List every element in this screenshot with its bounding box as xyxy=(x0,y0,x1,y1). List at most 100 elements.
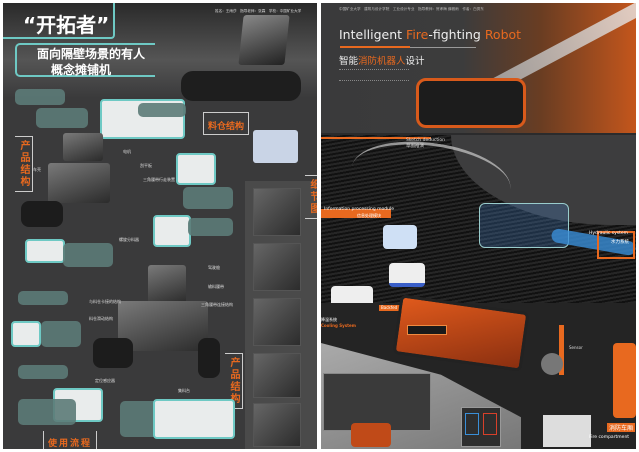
sensor-bar xyxy=(559,325,564,375)
paver-sketch xyxy=(11,321,41,347)
info-card xyxy=(188,218,233,236)
module-render xyxy=(383,225,417,249)
info-card xyxy=(18,291,68,305)
label-screed: 刮平板 xyxy=(140,163,152,168)
fire-compartment-en: Fire compartment xyxy=(589,435,630,440)
subtitle-highlight: 消防机器人 xyxy=(358,56,406,67)
hydraulic-cn: 水力系统 xyxy=(611,240,629,245)
paver-poster: “开拓者” 面向隔壁场景的有人 概念摊铺机 姓名：王雨莎 指导老师：张霖 学校：… xyxy=(3,3,317,449)
label-auger: 螺旋分料器 xyxy=(119,237,139,242)
bin-render xyxy=(253,130,298,163)
poster-title: Intelligent Fire-fighting Robot xyxy=(339,27,521,42)
label-feed-track: 输料履带 xyxy=(208,284,224,289)
subtitle-part: 智能 xyxy=(339,56,359,67)
sensor-render xyxy=(541,353,563,375)
info-card xyxy=(138,103,186,117)
detail-image xyxy=(253,403,301,447)
paver-sketch xyxy=(153,399,235,439)
hydraulic-en: Hydraulic system xyxy=(589,231,629,236)
info-module-cn: 信息处理模块 xyxy=(357,213,381,218)
compartment-render xyxy=(543,415,591,447)
sensor-label: Sensor xyxy=(569,345,583,350)
track-render xyxy=(93,338,133,368)
sketch-cn: 草图推演 xyxy=(406,144,424,149)
backfed-tag: Backfed xyxy=(379,305,411,311)
info-card xyxy=(15,89,65,105)
title-part: -fighting xyxy=(428,27,485,42)
label-bin-clip: 与料仓卡接的结构 xyxy=(89,299,121,304)
cooling-cn: 降温系统 xyxy=(321,317,337,322)
sketch-rule xyxy=(321,137,431,139)
label-track-unit: 三角履带行走装置 xyxy=(143,177,175,182)
info-card xyxy=(36,108,88,128)
title-part: Intelligent xyxy=(339,27,407,42)
title-frame xyxy=(3,3,115,39)
title-underline xyxy=(410,46,476,48)
paver-sketch xyxy=(25,239,65,263)
cab-render-2 xyxy=(148,265,186,303)
module-render xyxy=(389,263,425,287)
garage-render xyxy=(323,373,431,431)
fire-compartment-cn: 消防车厢 xyxy=(607,423,636,432)
hydraulic-frame xyxy=(597,231,635,259)
detail-image xyxy=(253,353,301,398)
poster-title: “开拓者” xyxy=(23,13,110,37)
detail-image xyxy=(253,188,301,236)
section-label: 使用流程 xyxy=(48,439,93,449)
label-cab: 驾驶舱 xyxy=(208,265,220,270)
subtitle-line1: 面向隔壁场景的有人 xyxy=(37,47,146,61)
body-render-2 xyxy=(118,301,208,351)
detail-image xyxy=(253,243,301,291)
subtitle-line2: 概念摊铺机 xyxy=(51,63,112,77)
section-label: 产品结构 xyxy=(15,136,33,192)
subtitle-part: 设计 xyxy=(405,56,425,67)
title-highlight: Fire xyxy=(406,27,429,42)
paver-sketch xyxy=(176,153,216,185)
cab-render xyxy=(63,133,103,161)
label-collector: 集料台 xyxy=(178,388,190,393)
title-highlight: Robot xyxy=(484,27,522,42)
body-render xyxy=(48,163,110,203)
info-card xyxy=(63,243,113,267)
section-bin-structure: 料仓结构 xyxy=(203,112,250,135)
credits: 中国矿业大学 建筑与设计学院 工业设计专业 指导教师：贺孝梅 薛雅雨 作者：白秀… xyxy=(339,7,484,11)
info-card xyxy=(18,399,76,425)
credits: 姓名：王雨莎 指导老师：张霖 学校：中国矿业大学 xyxy=(215,9,302,13)
sketch-en: Sketch deduction xyxy=(406,138,446,143)
intro-text xyxy=(339,69,409,81)
subtitle-frame xyxy=(15,43,155,77)
detail-image xyxy=(253,298,301,346)
title-underline-accent xyxy=(340,46,410,48)
label-sensor: 定位感应器 xyxy=(95,378,115,383)
section-label: 细节图 xyxy=(305,175,317,219)
info-card xyxy=(41,321,81,347)
section-product-structure: 产品结构 xyxy=(15,136,33,192)
label-track-joint: 三角履带连接结构 xyxy=(201,302,233,307)
hero-cab-render xyxy=(238,15,290,65)
section-label: 料仓结构 xyxy=(208,122,245,132)
track-render xyxy=(21,201,63,227)
charger-port xyxy=(483,413,497,435)
hero-tracks-render xyxy=(181,71,301,101)
paver-sketch xyxy=(153,215,191,247)
robot-hero-render xyxy=(416,78,526,128)
info-module-en: Information processing module xyxy=(324,207,395,212)
section-usage-flow: 使用流程 xyxy=(43,431,98,449)
track-render xyxy=(198,338,220,378)
cooling-en: Cooling System xyxy=(321,323,356,328)
label-shell: 车壳 xyxy=(33,167,41,172)
charger-port xyxy=(465,413,479,435)
small-robot-render xyxy=(351,423,391,447)
poster-subtitle: 智能消防机器人设计 xyxy=(339,53,425,67)
label-bin-slide: 料仓滑动结构 xyxy=(89,316,113,321)
firefighting-robot-poster: 中国矿业大学 建筑与设计学院 工业设计专业 指导教师：贺孝梅 薛雅雨 作者：白秀… xyxy=(321,3,636,449)
label-motor: 电机 xyxy=(123,149,131,154)
robot-control-panel xyxy=(407,325,447,335)
info-module-bar xyxy=(321,209,391,218)
section-detail: 细节图 xyxy=(305,175,317,219)
info-card xyxy=(18,365,68,379)
compartment-door-render xyxy=(613,343,636,418)
info-card xyxy=(183,187,233,209)
